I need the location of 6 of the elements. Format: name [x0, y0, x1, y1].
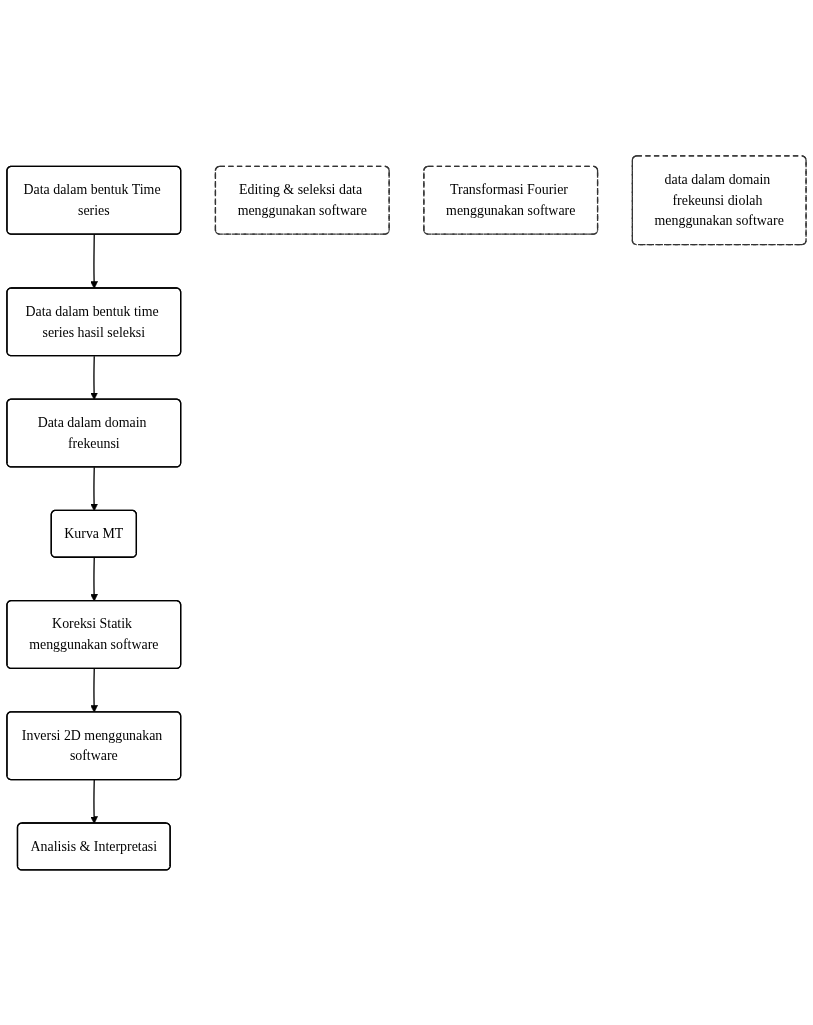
arrow [90, 667, 98, 713]
arrow [90, 778, 98, 824]
arrow [90, 233, 98, 289]
arrow [90, 355, 98, 400]
arrow [90, 466, 98, 511]
arrow [90, 556, 98, 601]
